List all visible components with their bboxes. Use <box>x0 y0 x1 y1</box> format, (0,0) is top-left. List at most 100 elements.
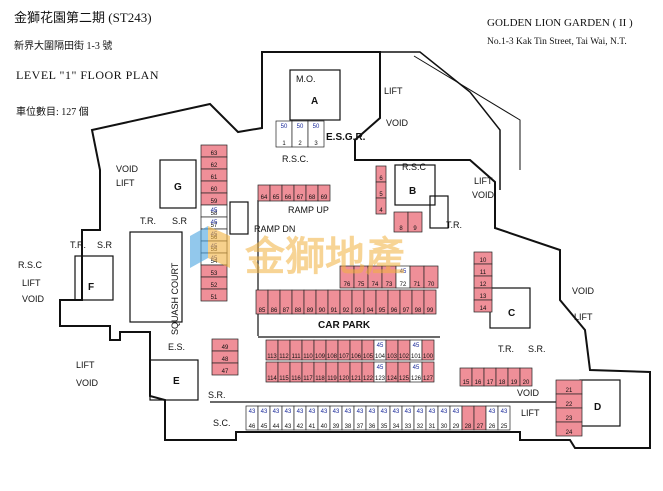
south-row-space-number: 27 <box>477 424 484 430</box>
label-sc: S.C. <box>213 418 231 428</box>
south-row-space-number: 31 <box>429 424 436 430</box>
south-row-space-number: 42 <box>297 424 304 430</box>
label-tr-g: T.R. <box>140 216 156 226</box>
south-row-space-number: 28 <box>465 424 472 430</box>
west-col-space-number: 51 <box>211 295 218 301</box>
south-row-space-mark: 43 <box>453 409 460 415</box>
west-col-space-number: 58 <box>211 211 218 217</box>
south-row-space-number: 40 <box>321 424 328 430</box>
c-row-space-number: 18 <box>499 380 506 386</box>
label-block-b: B <box>409 186 416 197</box>
east-col-space-number: 11 <box>480 270 487 276</box>
top-row-space-number: 2 <box>298 141 302 147</box>
watermark-text: 金獅地產 <box>244 234 405 280</box>
c-row-space-20 <box>519 367 533 387</box>
south-row-space-number: 44 <box>273 424 280 430</box>
top-row-space-number: 3 <box>314 141 318 147</box>
west-col-space-mark: 45 <box>211 220 218 226</box>
west-col-space-number: 60 <box>211 187 218 193</box>
address-chinese: 新界大圍隔田街 1-3 號 <box>14 41 113 52</box>
label-block-a: A <box>311 96 318 107</box>
mid-bot-space-number: 92 <box>343 308 350 314</box>
label-void-f: VOID <box>22 294 45 304</box>
west-col-space-number: 63 <box>211 151 218 157</box>
mid-bot-space-number: 91 <box>331 308 338 314</box>
label-void-c: VOID <box>572 286 595 296</box>
label-lift-g: LIFT <box>116 178 135 188</box>
label-block-c: C <box>508 308 515 319</box>
mid-bot-space-number: 88 <box>295 308 302 314</box>
c-row-space-number: 15 <box>463 380 470 386</box>
label-rsc-top: R.S.C. <box>282 154 309 164</box>
label-tr-f: T.R. <box>70 240 86 250</box>
d-col-space-number: 23 <box>566 416 573 422</box>
e-col-space-number: 47 <box>222 369 229 375</box>
label-void-a: VOID <box>386 118 409 128</box>
e-col-space-number: 48 <box>222 357 229 363</box>
car-park-bottom-space-number: 124 <box>387 376 398 382</box>
car-park-top-space-number: 103 <box>387 354 398 360</box>
label-block-d: D <box>594 402 601 413</box>
b-col-space-4 <box>375 197 387 215</box>
car-park-top-space-number: 104 <box>375 354 386 360</box>
label-rsc-b: R.S.C <box>402 162 427 172</box>
mid-bot-space-number: 96 <box>391 308 398 314</box>
west-col-space-number: 61 <box>211 175 218 181</box>
west-col-space-number: 54 <box>211 259 218 265</box>
south-row-space-mark: 43 <box>393 409 400 415</box>
mid-bot-space-number: 87 <box>283 308 290 314</box>
car-park-top-space-number: 110 <box>303 354 313 360</box>
south-row-space-mark: 43 <box>501 409 508 415</box>
title-english: GOLDEN LION GARDEN ( II ) <box>487 17 633 29</box>
d-col-space-number: 24 <box>566 430 573 436</box>
label-lift-f: LIFT <box>22 278 41 288</box>
d-col-space-number: 22 <box>566 402 573 408</box>
top-row-space-3 <box>307 120 325 148</box>
c-row-space-number: 16 <box>475 380 482 386</box>
car-park-top-space-number: 102 <box>399 354 410 360</box>
south-row-space-mark: 43 <box>309 409 316 415</box>
c-row-space-number: 19 <box>511 380 518 386</box>
car-park-bottom-space-number: 127 <box>423 376 434 382</box>
car-park-bottom-space-number: 122 <box>363 376 374 382</box>
label-car-park: CAR PARK <box>318 320 371 331</box>
south-row-space-number: 39 <box>333 424 340 430</box>
south-row-space-number: 46 <box>249 424 256 430</box>
south-row-space-number: 45 <box>261 424 268 430</box>
south-row-space-number: 35 <box>381 424 388 430</box>
south-row-space-number: 33 <box>405 424 412 430</box>
label-lift-c: LIFT <box>574 312 593 322</box>
car-park-top-space-100 <box>421 339 435 361</box>
label-sr-c: S.R. <box>528 344 546 354</box>
car-park-bottom-space-number: 125 <box>399 376 410 382</box>
south-row-space-number: 37 <box>357 424 364 430</box>
car-park-top-space-number: 106 <box>351 354 362 360</box>
west-col-space-mark: 45 <box>211 208 218 214</box>
south-row-space-mark: 43 <box>285 409 292 415</box>
car-park-top-space-number: 111 <box>291 354 301 360</box>
label-tr-c: T.R. <box>498 344 514 354</box>
mid-bot-space-number: 97 <box>403 308 410 314</box>
car-park-bottom-space-number: 121 <box>351 376 362 382</box>
car-park-bottom-space-number: 117 <box>303 376 313 382</box>
mid-top-space-number: 73 <box>386 282 393 288</box>
label-block-e: E <box>173 376 180 387</box>
mid-top-space-number: 75 <box>358 282 365 288</box>
south-row-space-number: 25 <box>501 424 508 430</box>
east-col-space-14 <box>473 299 493 313</box>
car-park-top-space-number: 101 <box>411 354 422 360</box>
mid-bot-space-number: 89 <box>307 308 314 314</box>
car-park-bottom-space-127 <box>421 361 435 383</box>
label-sr-e: S.R. <box>208 390 226 400</box>
label-sr-g: S.R <box>172 216 188 226</box>
label-void-e: VOID <box>76 378 99 388</box>
mid-top-space-number: 74 <box>372 282 379 288</box>
mid-top-space-number: 76 <box>344 282 351 288</box>
east-col-space-number: 14 <box>480 306 487 312</box>
mid-bot-space-number: 90 <box>319 308 326 314</box>
car-park-top-space-mark: 45 <box>413 343 420 349</box>
label-ramp-dn: RAMP DN <box>254 224 295 234</box>
e-col-space-47 <box>211 362 239 376</box>
b-col-space-number: 5 <box>379 192 383 198</box>
south-row-space-number: 29 <box>453 424 460 430</box>
